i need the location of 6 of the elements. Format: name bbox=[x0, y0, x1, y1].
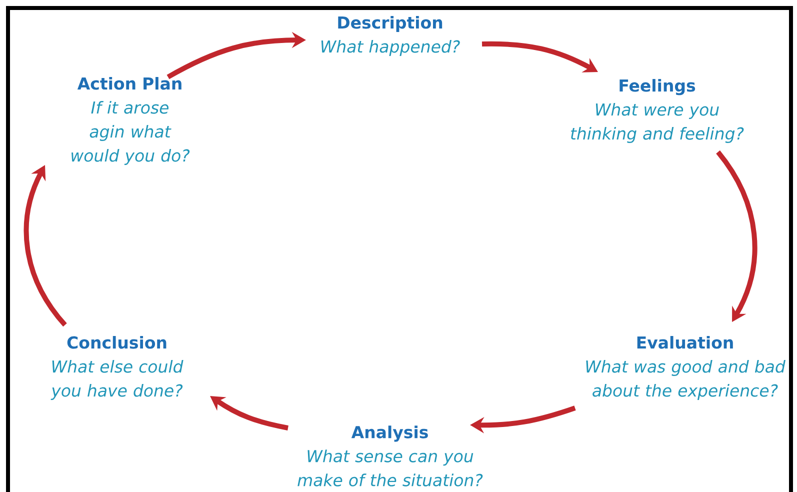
stage-label: Conclusion What else could you have done? bbox=[50, 336, 184, 400]
stage-label: Analysis What sense can you make of the situation? bbox=[298, 426, 483, 486]
stage-label: Evaluation What was good and bad about the experience? bbox=[586, 336, 786, 400]
stage-label: Description What happened? bbox=[321, 16, 460, 56]
stage-label: Action Plan If it arose agin what would you do? bbox=[72, 77, 190, 165]
stage-label: Feelings What were you thinking and feeling? bbox=[571, 79, 744, 143]
